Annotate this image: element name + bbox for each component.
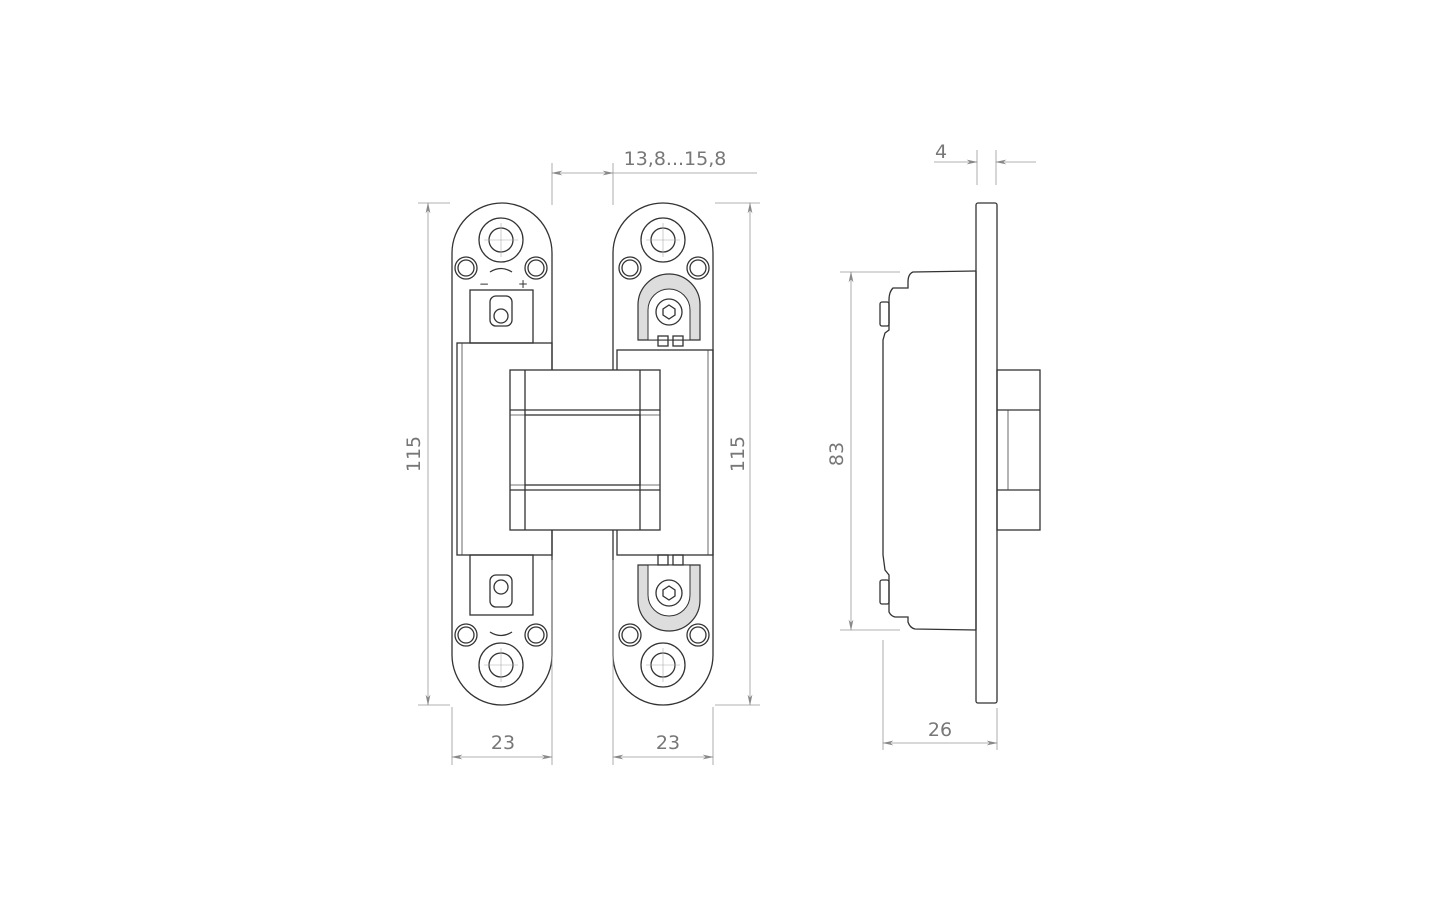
body-height-label: 83 [826, 442, 848, 466]
right-hinge-leaf [612, 202, 714, 706]
left-height-label: 115 [403, 436, 425, 472]
gap-dimension-label: 13,8...15,8 [624, 148, 727, 170]
plus-symbol: + [518, 277, 528, 291]
side-view [879, 202, 1041, 704]
minus-symbol: − [479, 277, 489, 291]
left-width-label: 23 [491, 732, 515, 754]
plate-thickness-label: 4 [935, 141, 947, 163]
dimensions: 13,8...15,8 115 115 23 23 4 83 26 [403, 141, 1036, 765]
hinge-knuckle [509, 369, 661, 531]
right-height-label: 115 [727, 436, 749, 472]
depth-label: 26 [928, 719, 952, 741]
right-width-label: 23 [656, 732, 680, 754]
left-hinge-leaf: − + [451, 202, 553, 706]
